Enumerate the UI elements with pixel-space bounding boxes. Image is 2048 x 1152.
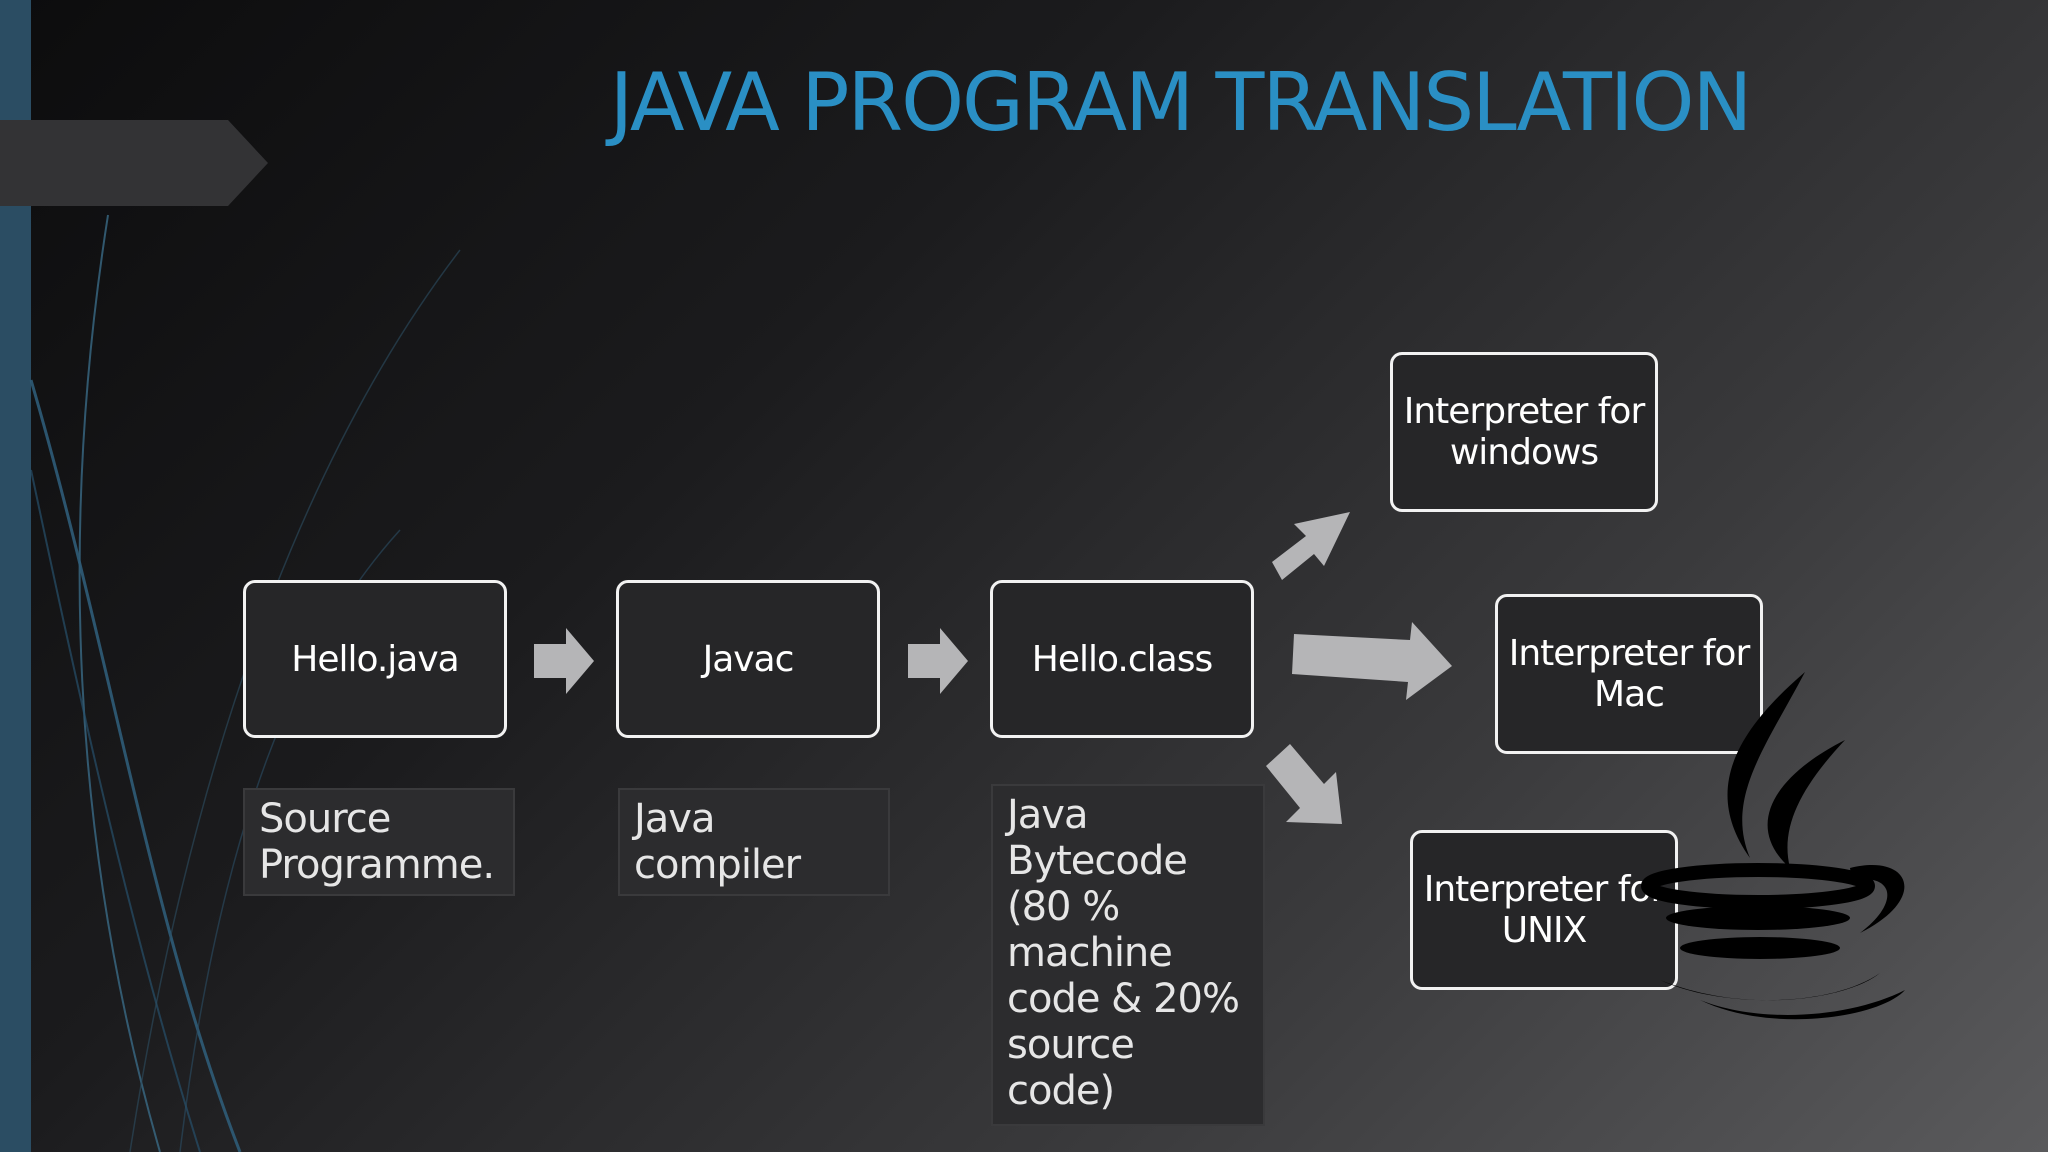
node-javac: Javac <box>616 580 880 738</box>
arrow-compiler-to-bytecode <box>908 628 968 694</box>
caption-java-compiler: Java compiler <box>618 788 890 896</box>
node-hello-java: Hello.java <box>243 580 507 738</box>
arrow-to-unix <box>1266 744 1342 824</box>
node-hello-class: Hello.class <box>990 580 1254 738</box>
caption-java-bytecode: Java Bytecode (80 % machine code & 20% s… <box>991 784 1265 1126</box>
node-interpreter-unix-label: Interpreter for UNIX <box>1423 869 1666 951</box>
caption-source-programme: Source Programme. <box>243 788 515 896</box>
node-hello-java-label: Hello.java <box>291 638 459 680</box>
node-hello-class-label: Hello.class <box>1031 638 1213 680</box>
node-interpreter-unix: Interpreter for UNIX <box>1410 830 1678 990</box>
node-javac-label: Javac <box>702 638 795 680</box>
node-interpreter-mac: Interpreter for Mac <box>1495 594 1763 754</box>
slide-title: JAVA PROGRAM TRANSLATION <box>609 56 1753 149</box>
java-coffee-cup-icon <box>1641 672 1905 1020</box>
node-interpreter-windows-label: Interpreter for windows <box>1403 391 1646 473</box>
node-interpreter-mac-label: Interpreter for Mac <box>1508 633 1751 715</box>
node-interpreter-windows: Interpreter for windows <box>1390 352 1658 512</box>
title-tab-shape <box>0 120 268 206</box>
arrow-to-windows <box>1272 512 1350 580</box>
arrow-to-mac <box>1292 622 1452 700</box>
arrow-source-to-compiler <box>534 628 594 694</box>
